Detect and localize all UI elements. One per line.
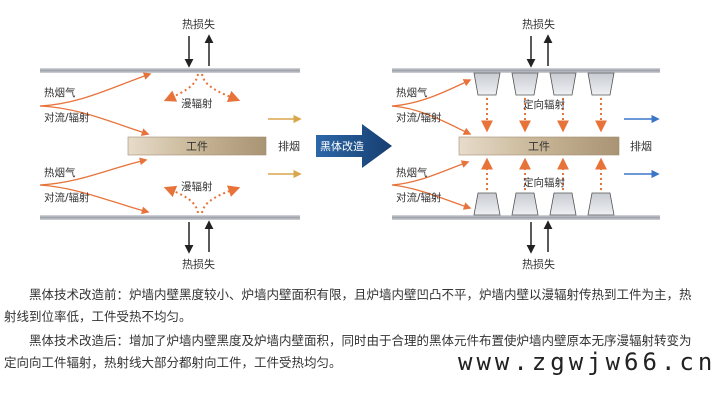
blackbody-element-bottom-4 <box>587 192 615 216</box>
flue-gas-curve-lower-2 <box>39 184 150 215</box>
diffuse-rad-dotted-lower-right <box>201 185 241 214</box>
description-after: 黑体技术改造后：增加了炉墙内壁黑度及炉墙内壁面积，同时由于合理的黑体元件布置使炉… <box>4 333 692 370</box>
flue-gas-label-lower-after: 热烟气 <box>396 166 428 179</box>
panel-after: 热损失 热损失 热烟气 对流/辐射 定向辐射 工件 排烟 <box>391 17 660 271</box>
blackbody-element-bottom-2 <box>511 192 539 216</box>
flue-gas-curve-lower-1 <box>39 157 148 186</box>
directional-rad-label-lower: 定向辐射 <box>523 176 565 189</box>
blackbody-element-top-3 <box>549 72 577 96</box>
blackbody-element-bottom-1 <box>473 192 501 216</box>
furnace-wall-top-after <box>392 68 660 73</box>
furnace-wall-bottom-after <box>392 215 660 220</box>
flue-gas-label-lower: 热烟气 <box>44 166 76 179</box>
flue-gas-curve-lower-after-1 <box>391 160 470 186</box>
directional-rad-label-upper: 定向辐射 <box>523 98 565 111</box>
conv-rad-label-lower: 对流/辐射 <box>44 191 90 204</box>
flue-gas-curve-upper-2 <box>39 105 150 136</box>
workpiece-label-before: 工件 <box>186 140 208 153</box>
workpiece-label-after: 工件 <box>528 140 550 153</box>
flue-gas-curve-lower-after-2 <box>391 184 472 210</box>
blackbody-element-top-4 <box>587 72 615 96</box>
blackbody-element-top-2 <box>511 72 539 96</box>
exhaust-label-after: 排烟 <box>630 139 652 153</box>
flue-gas-curve-upper-after-2 <box>391 105 472 135</box>
diffuse-rad-dotted-upper-left <box>163 73 199 102</box>
blackbody-mod-arrow: 黑体改造 <box>316 124 392 168</box>
workpiece-before <box>127 136 267 156</box>
blackbody-element-top-1 <box>473 72 501 96</box>
heat-loss-label-top: 热损失 <box>182 17 215 31</box>
flue-gas-label-upper-after: 热烟气 <box>396 86 428 99</box>
heat-loss-label-bottom: 热损失 <box>182 257 215 271</box>
blackbody-mod-label: 黑体改造 <box>320 139 364 153</box>
heat-loss-label-top-after: 热损失 <box>522 17 555 31</box>
conv-rad-label-lower-after: 对流/辐射 <box>396 191 442 204</box>
diffuse-rad-label-upper: 漫辐射 <box>181 97 213 110</box>
diffuse-rad-dotted-upper-right <box>201 73 241 103</box>
watermark: www.zgwjw66.cn <box>458 348 716 376</box>
furnace-wall-top <box>40 68 300 73</box>
blackbody-diagram: 热损失 热损失 热烟气 对流/辐射 漫辐射 工件 排烟 热烟气 对流/辐射 漫辐… <box>39 17 660 271</box>
flue-gas-label-upper: 热烟气 <box>44 86 76 99</box>
exhaust-label-before: 排烟 <box>278 139 300 153</box>
flue-gas-curve-upper-after-1 <box>391 79 472 107</box>
conv-rad-label-upper: 对流/辐射 <box>44 111 90 124</box>
furnace-wall-bottom <box>40 215 300 220</box>
conv-rad-label-upper-after: 对流/辐射 <box>396 111 442 124</box>
description-before: 黑体技术改造前：炉墙内壁黑度较小、炉墙内壁面积有限，且炉墙内壁凹凸不平，炉墙内壁… <box>4 287 692 324</box>
workpiece-after <box>458 136 620 156</box>
heat-loss-label-bottom-after: 热损失 <box>522 257 555 271</box>
blackbody-element-bottom-3 <box>549 192 577 216</box>
diffuse-rad-label-lower: 漫辐射 <box>181 180 213 193</box>
panel-before: 热损失 热损失 热烟气 对流/辐射 漫辐射 工件 排烟 热烟气 对流/辐射 漫辐… <box>39 17 302 271</box>
flue-gas-curve-upper-1 <box>39 72 152 107</box>
